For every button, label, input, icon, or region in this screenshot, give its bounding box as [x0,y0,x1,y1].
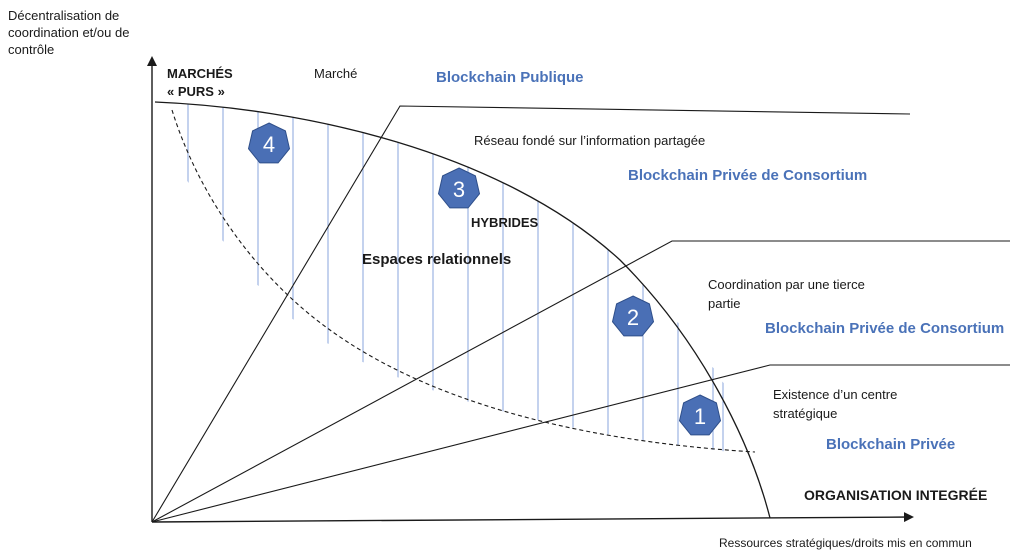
coordination-label-2: partie [708,296,741,311]
marches-purs-label-2: « PURS » [167,84,225,99]
x-axis-label: Ressources stratégiques/droits mis en co… [719,536,972,550]
badge-1-number: 1 [694,404,706,429]
consortium-label-1: Blockchain Privée de Consortium [628,167,868,184]
badge-3-number: 3 [453,177,465,202]
badge-1: 1 [678,394,722,436]
consortium-label-2: Blockchain Privée de Consortium [765,320,1005,337]
centre-strategique-label-1: Existence d’un centre [773,387,898,402]
badge-3: 3 [437,167,481,209]
badge-4-shape [247,122,291,164]
badge-2-shape [611,295,655,337]
centre-strategique-label-2: stratégique [773,406,838,421]
espaces-relationnels-label: Espaces relationnels [362,251,512,268]
badge-3-shape [437,167,481,209]
badge-1-shape [678,394,722,436]
blockchain-privee-label: Blockchain Privée [826,436,956,453]
organisation-integree-label: ORGANISATION INTEGRÉE [804,487,988,503]
hybrides-label: HYBRIDES [471,215,539,230]
y-axis-label-line-3: contrôle [8,42,55,57]
badge-2-number: 2 [627,305,639,330]
coordination-label-1: Coordination par une tierce [708,277,865,292]
rays [151,105,1010,523]
marche-label: Marché [314,66,358,81]
badge-4-number: 4 [263,132,275,157]
reseau-label: Réseau fondé sur l’information partagée [474,133,706,148]
blockchain-publique-label: Blockchain Publique [436,69,584,86]
y-axis-label-line-1: Décentralisation de [8,8,120,23]
frontier-curve [154,101,771,519]
x-axis [151,512,914,523]
y-axis-label-line-2: coordination et/ou de [8,25,130,40]
badge-2: 2 [611,295,655,337]
marches-purs-label-1: MARCHÉS [167,66,233,81]
badge-4: 4 [247,122,291,164]
